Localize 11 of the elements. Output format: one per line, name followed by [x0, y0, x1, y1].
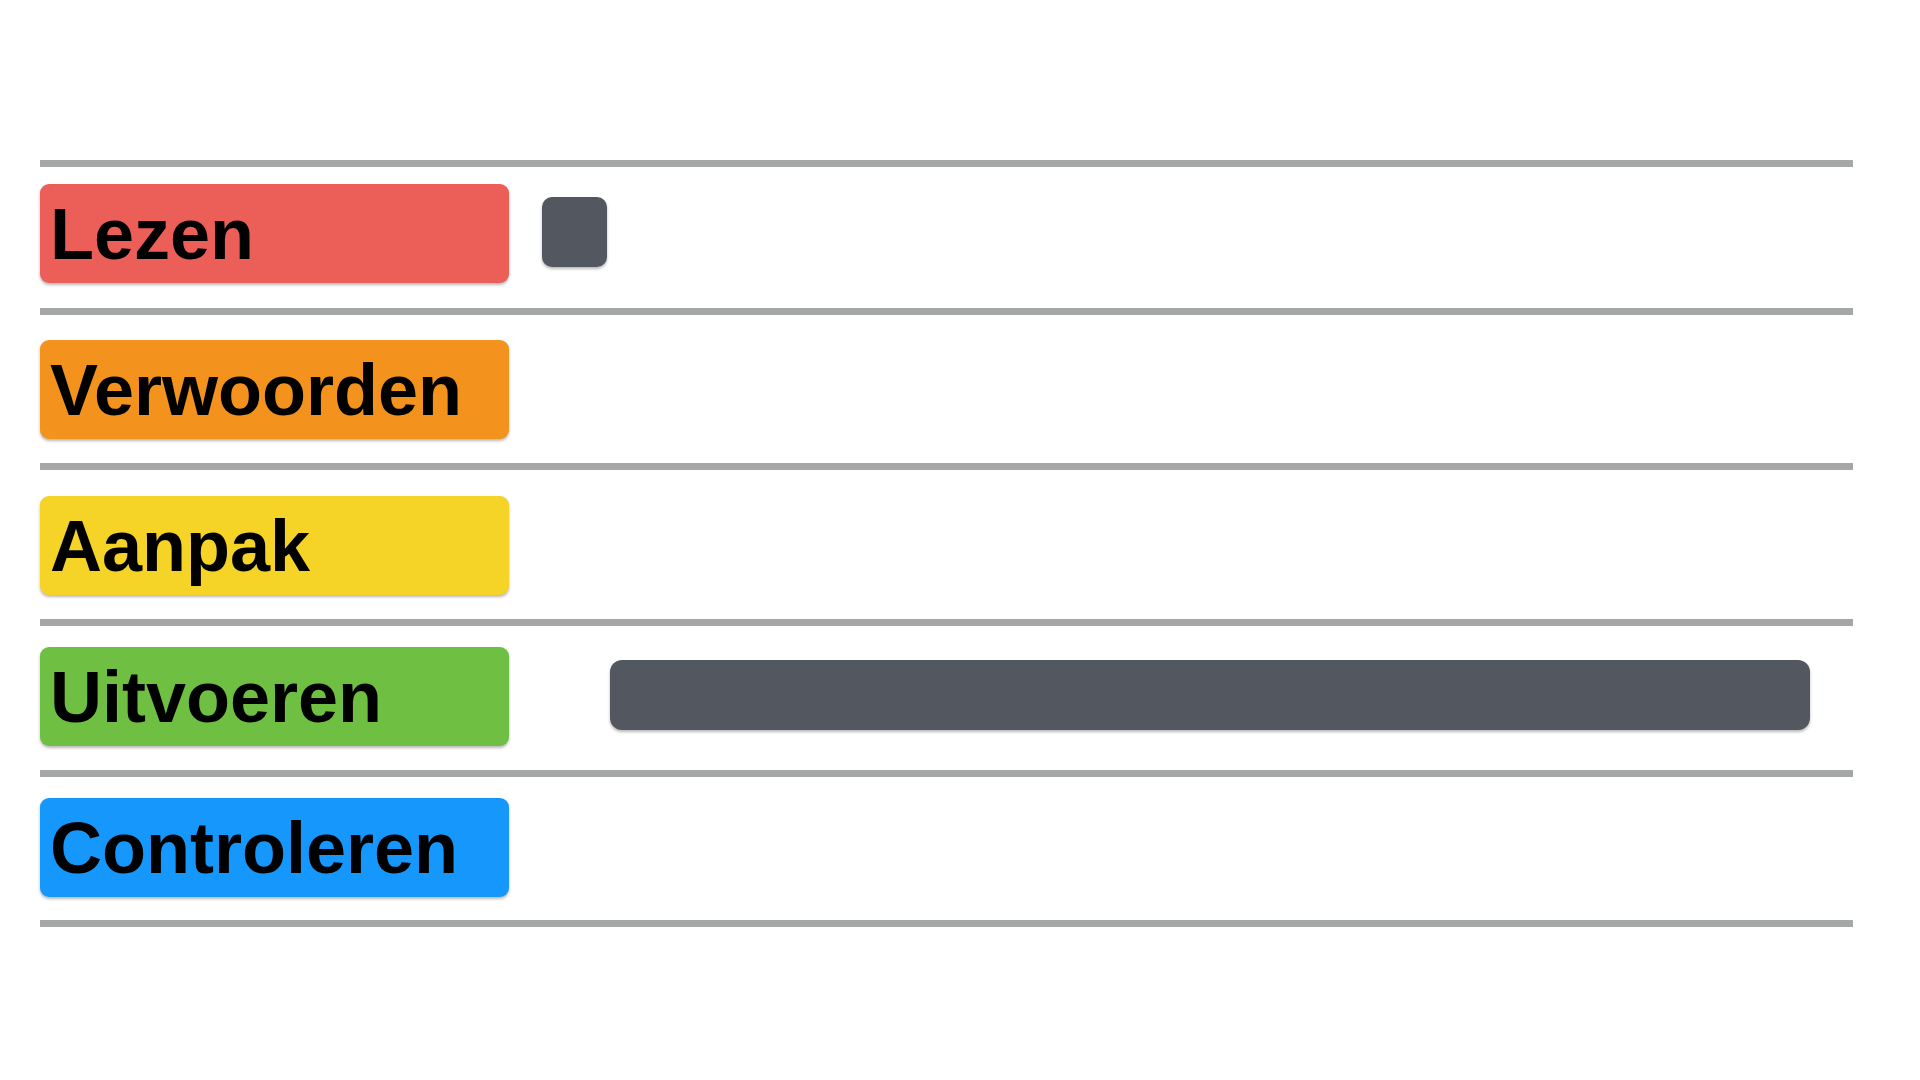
phase-title: Verwoorden [50, 353, 463, 426]
phase-card [40, 647, 509, 746]
phase-card [40, 798, 509, 897]
gantt-block [542, 197, 607, 267]
gantt-bar [610, 660, 1810, 730]
phase-card [40, 340, 509, 439]
phase-card [40, 184, 509, 283]
phase-title: Lezen [50, 197, 255, 270]
phase-title: Controleren [50, 811, 459, 884]
phase-title: Uitvoeren [50, 660, 383, 733]
phase-card [40, 496, 509, 595]
